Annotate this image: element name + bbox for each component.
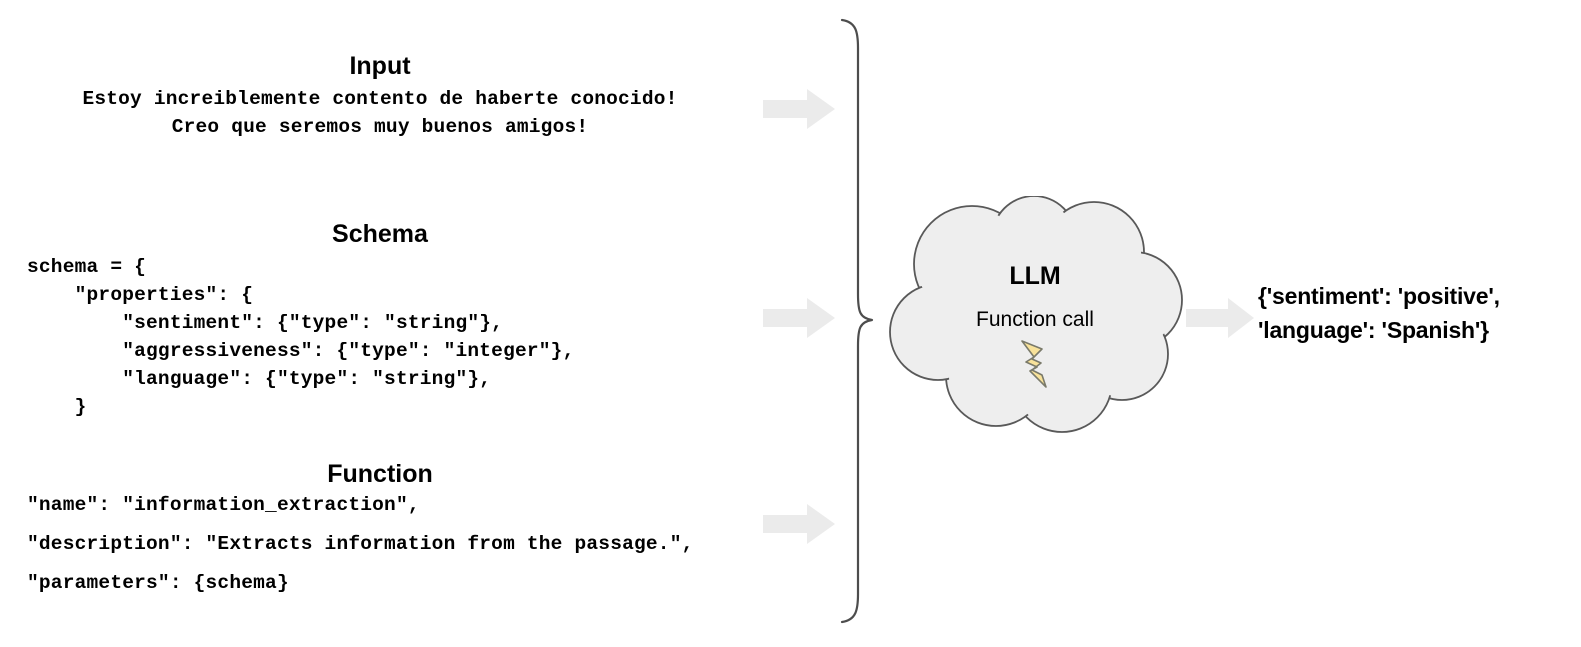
- input-arrow-icon: [763, 89, 835, 129]
- input-line-1: Estoy increiblemente contento de haberte…: [82, 88, 678, 110]
- input-line-2: Creo que seremos muy buenos amigos!: [171, 116, 589, 138]
- output-arrow-icon: [1186, 298, 1254, 338]
- schema-line-6: }: [27, 396, 87, 418]
- llm-title: LLM: [1009, 262, 1061, 290]
- schema-line-3: "sentiment": {"type": "string"},: [27, 312, 504, 334]
- schema-line-1: schema = {: [27, 256, 147, 278]
- llm-subtitle: Function call: [976, 308, 1094, 331]
- schema-heading: Schema: [332, 220, 428, 248]
- right-arrow-icon: [763, 504, 835, 544]
- schema-line-4: "aggressiveness": {"type": "integer"},: [27, 340, 575, 362]
- function-arrow-icon: [763, 504, 835, 544]
- grouping-brace-icon: [840, 18, 874, 624]
- cloud-icon: [889, 196, 1183, 433]
- right-arrow-icon: [1186, 298, 1254, 338]
- function-line-2: "description": "Extracts information fro…: [27, 533, 694, 555]
- right-arrow-icon: [763, 298, 835, 338]
- function-line-3: "parameters": {schema}: [27, 572, 289, 594]
- output-line-2: 'language': 'Spanish'}: [1258, 317, 1489, 343]
- schema-line-5: "language": {"type": "string"},: [27, 368, 492, 390]
- right-arrow-icon: [763, 89, 835, 129]
- schema-arrow-icon: [763, 298, 835, 338]
- function-line-1: "name": "information_extraction",: [27, 494, 420, 516]
- input-heading: Input: [349, 52, 411, 80]
- lightning-bolt-icon: [1021, 340, 1047, 388]
- output-line-1: {'sentiment': 'positive',: [1258, 283, 1500, 309]
- schema-line-2: "properties": {: [27, 284, 254, 306]
- function-heading: Function: [327, 460, 433, 488]
